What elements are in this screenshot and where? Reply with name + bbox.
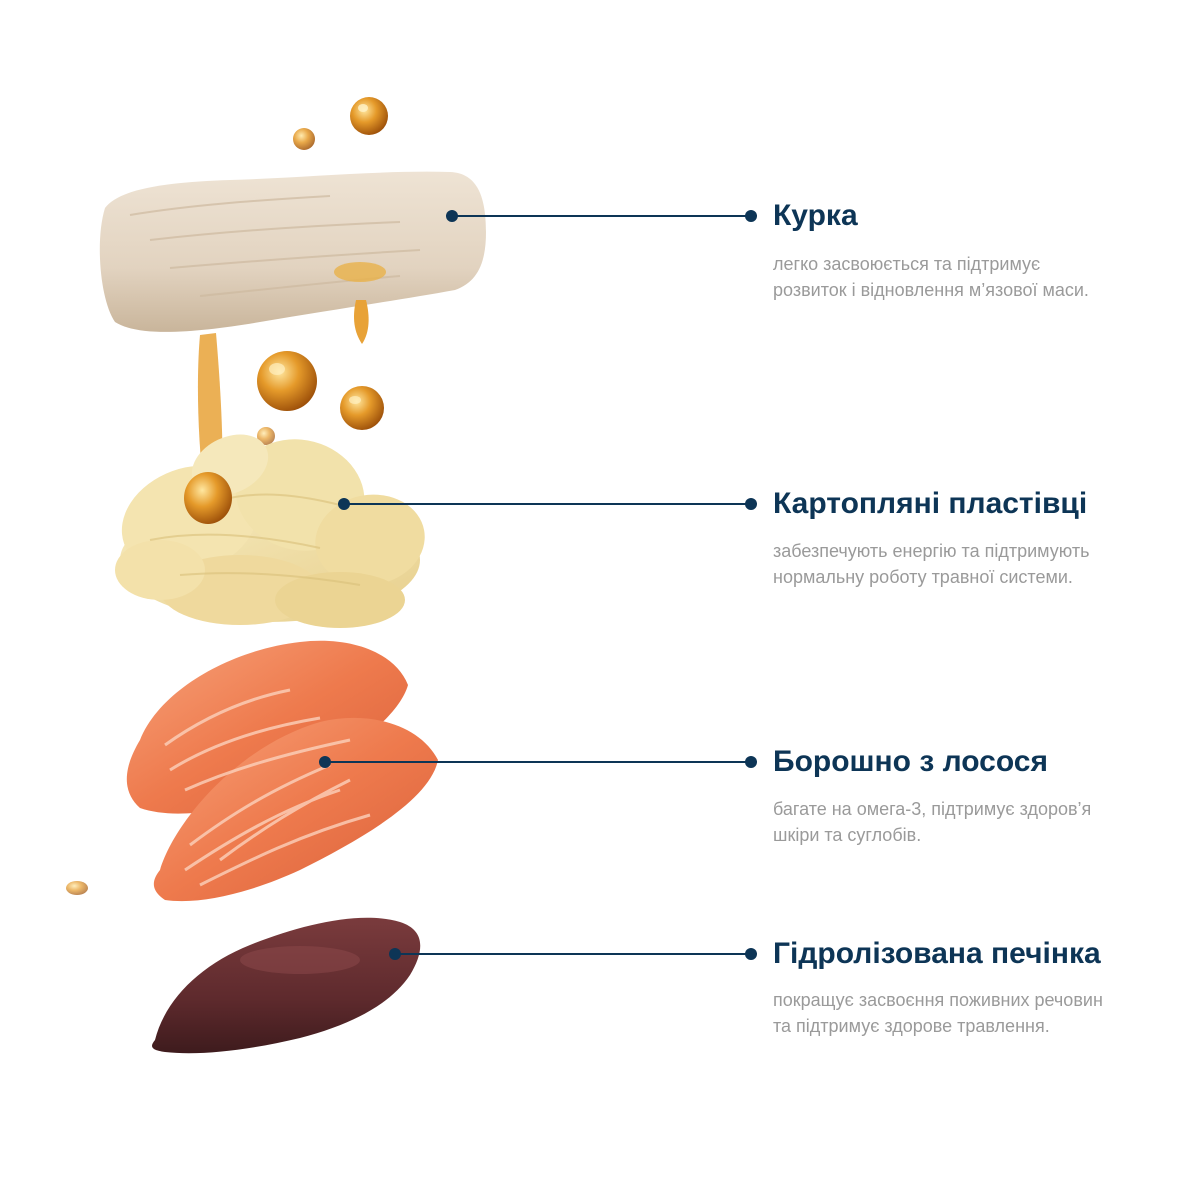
ingredient-title: Картопляні пластівці — [773, 487, 1088, 520]
ingredient-title: Гідролізована печінка — [773, 937, 1101, 970]
ingredient-description: легко засвоюється та підтримує розвиток … — [773, 254, 1089, 300]
ingredient-title: Борошно з лосося — [773, 745, 1048, 778]
liver-image — [152, 917, 421, 1054]
oil-drop-icon — [293, 128, 315, 150]
connector-dot — [745, 498, 757, 510]
ingredient-description: покращує засвоєння поживних речовин та п… — [773, 990, 1103, 1036]
connector-dot — [319, 756, 331, 768]
connector-line — [452, 215, 751, 217]
oil-drop-icon — [350, 97, 388, 135]
connector-dot — [446, 210, 458, 222]
oil-drop-icon — [340, 386, 384, 430]
oil-drop-icon — [257, 427, 275, 445]
connector-dot — [745, 756, 757, 768]
connector-dot — [338, 498, 350, 510]
connector-dot — [745, 948, 757, 960]
ingredient-title: Курка — [773, 199, 858, 232]
connector-dot — [745, 210, 757, 222]
oil-drop-icon — [66, 881, 88, 895]
salmon-fillet-image — [126, 640, 438, 902]
ingredient-description: забезпечують енергію та підтримують норм… — [773, 541, 1090, 587]
connector-line — [325, 761, 751, 763]
oil-drop-icon — [257, 351, 317, 411]
connector-line — [395, 953, 751, 955]
ingredient-description: багате на омега-3, підтримує здоров’я шк… — [773, 799, 1092, 845]
potato-flakes-image — [115, 434, 425, 628]
connector-line — [344, 503, 751, 505]
connector-dot — [389, 948, 401, 960]
